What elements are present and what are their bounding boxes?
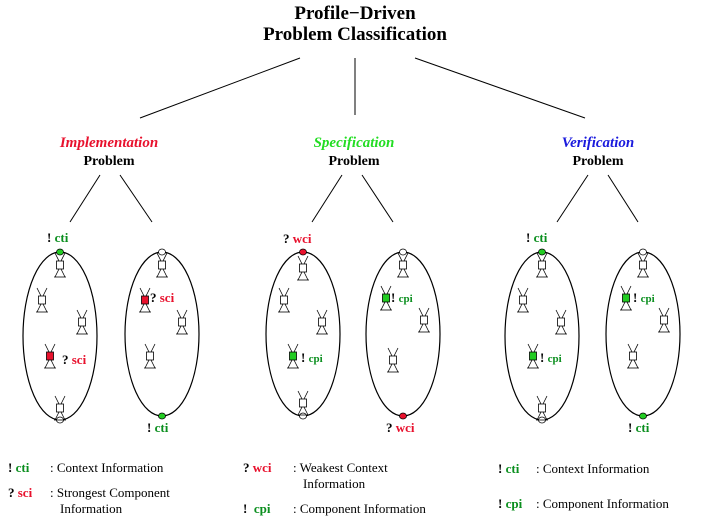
category-implementation: Implementation bbox=[59, 135, 159, 151]
spec-right-bot-label: ? wci bbox=[386, 420, 415, 435]
verif-right-component-2 bbox=[627, 343, 639, 369]
edge-spec-right bbox=[361, 174, 394, 223]
spec-right-component-3 bbox=[397, 252, 409, 278]
spec-right-component-1 bbox=[418, 307, 430, 333]
verif-right-component-1 bbox=[658, 307, 670, 333]
edge-impl-left bbox=[69, 174, 101, 223]
verif-right-bot-label: ! cti bbox=[628, 420, 650, 435]
spec-left-top-label: ? wci bbox=[283, 231, 312, 246]
diagram-title-line1: Profile−Driven bbox=[294, 3, 416, 24]
impl-right-component-0 bbox=[139, 287, 151, 313]
spec-left-bottom-node bbox=[299, 412, 307, 420]
legend-item-cpi: ! cpi : Component Information bbox=[243, 501, 426, 516]
spec-right-component-2 bbox=[387, 347, 399, 373]
impl-left-component-4 bbox=[54, 252, 66, 278]
impl-left-top-node bbox=[56, 248, 64, 256]
verif-right-component-3 bbox=[637, 252, 649, 278]
diagram-title-line2: Problem Classification bbox=[263, 24, 447, 45]
spec-left-component-1 bbox=[316, 309, 328, 335]
impl-left-component-1 bbox=[76, 309, 88, 335]
category-specification-sub: Problem bbox=[328, 154, 380, 169]
impl-right-bottom-node bbox=[158, 412, 166, 420]
spec-left-component-2 bbox=[287, 343, 299, 369]
legend-item-sci: ? sci : Strongest Component Information bbox=[8, 485, 170, 516]
verif-left-component-1 bbox=[555, 309, 567, 335]
legend-item-cti: ! cti : Context Information bbox=[8, 460, 164, 475]
impl-right-top-node bbox=[158, 248, 166, 256]
verif-right-top-node bbox=[639, 248, 647, 256]
spec-right-top-node bbox=[399, 248, 407, 256]
verif-left-mid-label: ! cpi bbox=[540, 350, 562, 365]
edge-title-implementation bbox=[139, 57, 301, 119]
spec-left-component-3 bbox=[297, 390, 309, 416]
spec-right-bottom-node bbox=[399, 412, 407, 420]
impl-right-component-3 bbox=[156, 252, 168, 278]
legend-item-wci: ? wci : Weakest Context Information bbox=[243, 460, 388, 491]
verif-left-component-4 bbox=[536, 252, 548, 278]
edge-spec-left bbox=[311, 174, 343, 223]
impl-left-component-0 bbox=[36, 287, 48, 313]
spec-right-mid-label: ! cpi bbox=[391, 290, 413, 305]
spec-left-component-0 bbox=[278, 287, 290, 313]
verif-right-bottom-node bbox=[639, 412, 647, 420]
verif-right-mid-label: ! cpi bbox=[633, 290, 655, 305]
impl-left-mid-label: ? sci bbox=[62, 352, 87, 367]
impl-left-top-label: ! cti bbox=[47, 230, 69, 245]
category-implementation-sub: Problem bbox=[83, 154, 135, 169]
verif-left-component-3 bbox=[536, 395, 548, 421]
verif-left-component-2 bbox=[527, 343, 539, 369]
impl-left-component-2 bbox=[44, 343, 56, 369]
edge-verif-left bbox=[556, 174, 589, 223]
impl-right-bot-label: ! cti bbox=[147, 420, 169, 435]
category-verification: Verification bbox=[561, 135, 635, 151]
legend-item-cpi-2: ! cpi : Component Information bbox=[498, 496, 669, 511]
verif-right-component-0 bbox=[620, 285, 632, 311]
spec-left-mid-label: ! cpi bbox=[301, 350, 323, 365]
verif-left-top-node bbox=[538, 248, 546, 256]
impl-right-component-1 bbox=[176, 309, 188, 335]
edge-title-verification bbox=[414, 57, 586, 119]
spec-right-component-0 bbox=[380, 285, 392, 311]
impl-right-mid-label: ? sci bbox=[150, 290, 175, 305]
ellipse-spec-left bbox=[265, 251, 341, 417]
edge-verif-right bbox=[607, 174, 639, 223]
category-specification: Specification bbox=[313, 135, 395, 151]
verif-left-component-0 bbox=[517, 287, 529, 313]
spec-left-component-4 bbox=[297, 255, 309, 281]
impl-left-component-3 bbox=[54, 395, 66, 421]
verif-left-top-label: ! cti bbox=[526, 230, 548, 245]
category-verification-sub: Problem bbox=[572, 154, 624, 169]
legend-item-cti-2: ! cti : Context Information bbox=[498, 461, 650, 476]
spec-left-top-node bbox=[299, 248, 307, 256]
impl-right-component-2 bbox=[144, 343, 156, 369]
edge-impl-right bbox=[119, 174, 153, 223]
